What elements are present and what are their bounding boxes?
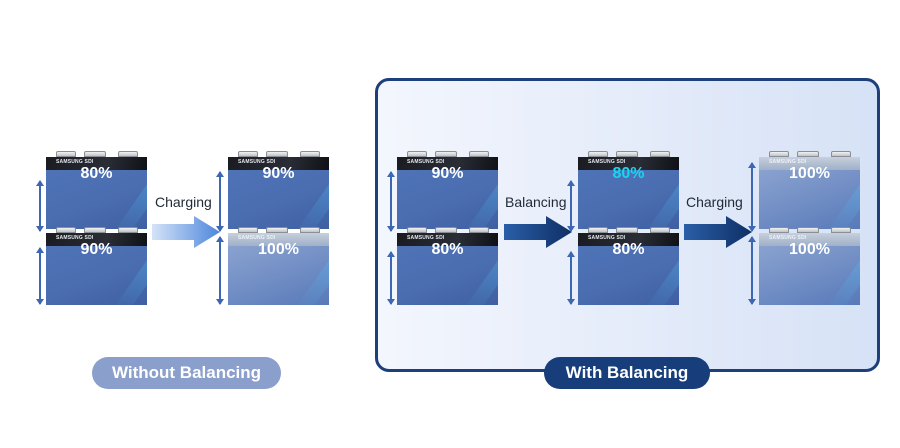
with-balancing-label: With Balancing xyxy=(544,357,710,389)
level-indicator-icon xyxy=(748,236,756,305)
battery-cell: SAMSUNG SDI 90% xyxy=(228,151,329,229)
level-indicator-icon xyxy=(387,171,395,232)
battery-cell: SAMSUNG SDI 80% xyxy=(578,227,679,305)
arrow-right-icon xyxy=(152,216,220,248)
brand-label: SAMSUNG SDI xyxy=(238,235,276,241)
battery-cell: SAMSUNG SDI 100% xyxy=(759,227,860,305)
battery-cell: SAMSUNG SDI 90% xyxy=(46,227,147,305)
arrow-right-icon xyxy=(504,216,572,248)
level-indicator-icon xyxy=(387,251,395,305)
level-indicator-icon xyxy=(36,180,44,232)
brand-label: SAMSUNG SDI xyxy=(769,159,807,165)
charge-percent: 80% xyxy=(431,241,464,258)
charge-percent: 90% xyxy=(80,241,113,258)
battery-cell: SAMSUNG SDI 80% xyxy=(46,151,147,229)
battery-cell: SAMSUNG SDI 100% xyxy=(228,227,329,305)
level-indicator-icon xyxy=(567,180,575,232)
step-label-charging: Charging xyxy=(686,194,743,210)
brand-label: SAMSUNG SDI xyxy=(56,235,94,241)
brand-label: SAMSUNG SDI xyxy=(56,159,94,165)
charge-percent: 100% xyxy=(258,241,299,258)
charge-percent-balanced: 80% xyxy=(612,165,645,182)
arrow-right-icon xyxy=(684,216,752,248)
charge-percent: 100% xyxy=(789,241,830,258)
brand-label: SAMSUNG SDI xyxy=(407,235,445,241)
brand-label: SAMSUNG SDI xyxy=(238,159,276,165)
charge-percent: 80% xyxy=(612,241,645,258)
battery-cell: SAMSUNG SDI 100% xyxy=(759,151,860,229)
step-label-balancing: Balancing xyxy=(505,194,567,210)
brand-label: SAMSUNG SDI xyxy=(588,235,626,241)
battery-cell: SAMSUNG SDI 80% xyxy=(397,227,498,305)
charge-percent: 90% xyxy=(262,165,295,182)
battery-cell: SAMSUNG SDI 80% xyxy=(578,151,679,229)
level-indicator-icon xyxy=(748,162,756,232)
without-balancing-label: Without Balancing xyxy=(92,357,281,389)
brand-label: SAMSUNG SDI xyxy=(407,159,445,165)
charge-percent: 90% xyxy=(431,165,464,182)
level-indicator-icon xyxy=(216,236,224,305)
brand-label: SAMSUNG SDI xyxy=(769,235,807,241)
level-indicator-icon xyxy=(36,247,44,305)
brand-label: SAMSUNG SDI xyxy=(588,159,626,165)
charge-percent: 100% xyxy=(789,165,830,182)
charge-percent: 80% xyxy=(80,165,113,182)
level-indicator-icon xyxy=(216,171,224,232)
step-label-charging: Charging xyxy=(155,194,212,210)
level-indicator-icon xyxy=(567,251,575,305)
battery-cell: SAMSUNG SDI 90% xyxy=(397,151,498,229)
